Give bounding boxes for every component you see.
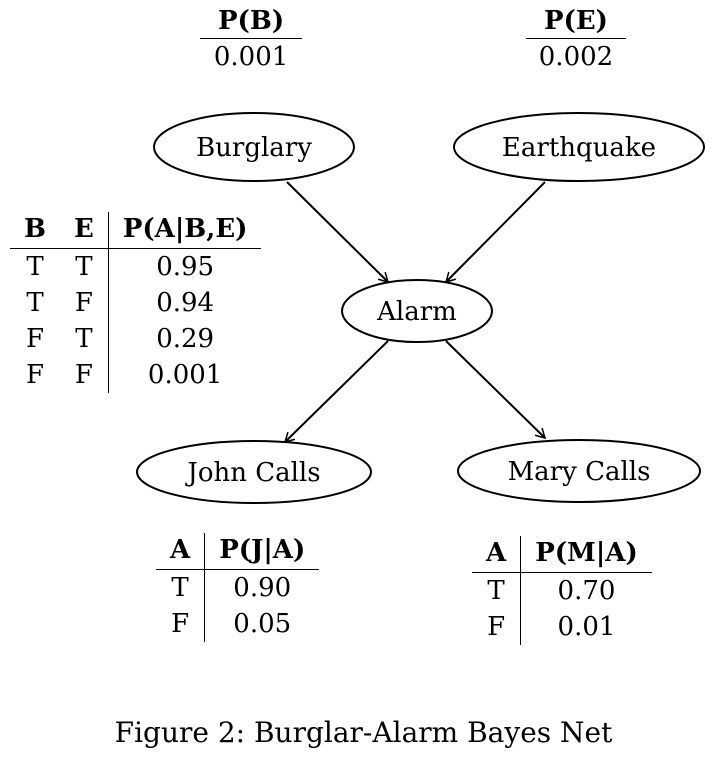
prior-earthquake: P(E) 0.002 <box>526 6 626 72</box>
table-row: F 0.01 <box>472 609 652 645</box>
cpt-alarm-header-p: P(A|B,E) <box>108 212 262 249</box>
cpt-mary-header-p: P(M|A) <box>520 536 652 573</box>
table-cell: 0.94 <box>156 288 215 318</box>
prior-burglary-header: P(B) <box>200 6 303 39</box>
cpt-john-table: A P(J|A) T 0.90 F 0.05 <box>156 533 320 642</box>
node-earthquake: Earthquake <box>453 112 705 182</box>
node-mary: Mary Calls <box>457 439 701 503</box>
table-cell: F <box>156 606 206 642</box>
node-john-label: John Calls <box>184 458 320 488</box>
node-john: John Calls <box>136 440 372 504</box>
edge-earthquake-alarm <box>444 181 546 284</box>
edge-alarm-john <box>283 340 389 444</box>
table-row: F 0.05 <box>156 606 319 642</box>
table-cell: T <box>26 252 44 282</box>
cpt-john-header-row: A P(J|A) <box>156 533 320 570</box>
table-cell: T <box>59 321 109 357</box>
table-cell: T <box>59 248 109 285</box>
node-earthquake-label: Earthquake <box>502 133 656 163</box>
table-row: F F 0.001 <box>10 357 261 393</box>
table-row: T F 0.94 <box>10 285 261 321</box>
table-cell: 0.70 <box>557 576 616 606</box>
cpt-mary-header-row: A P(M|A) <box>472 536 652 573</box>
table-cell: 0.29 <box>156 324 215 354</box>
cpt-alarm-header-b: B <box>10 212 60 249</box>
cpt-alarm-header-e: E <box>59 212 109 249</box>
table-cell: F <box>25 324 45 354</box>
cpt-john-header-p: P(J|A) <box>204 533 320 570</box>
table-cell: T <box>156 569 206 606</box>
table-cell: F <box>59 357 109 393</box>
cpt-mary-header-a: A <box>472 536 522 573</box>
edge-alarm-mary <box>445 340 547 440</box>
table-cell: F <box>59 285 109 321</box>
node-burglary: Burglary <box>153 112 355 182</box>
table-cell: 0.001 <box>147 360 223 390</box>
table-row: T T 0.95 <box>10 248 261 285</box>
table-cell: 0.90 <box>233 573 292 603</box>
table-row: T 0.90 <box>156 569 319 606</box>
figure-caption: Figure 2: Burglar-Alarm Bayes Net <box>114 716 613 749</box>
node-mary-label: Mary Calls <box>508 457 651 487</box>
node-burglary-label: Burglary <box>196 133 312 163</box>
table-cell: T <box>26 288 44 318</box>
node-alarm-label: Alarm <box>376 297 457 327</box>
cpt-alarm-table: B E P(A|B,E) T T 0.95 T F 0.94 F T 0.29 … <box>10 212 262 393</box>
table-cell: F <box>472 609 522 645</box>
table-cell: T <box>472 572 522 609</box>
prior-earthquake-value: 0.002 <box>538 42 614 72</box>
prior-burglary: P(B) 0.001 <box>200 6 303 72</box>
table-row: T 0.70 <box>472 572 652 609</box>
table-cell: F <box>25 360 45 390</box>
edge-burglary-alarm <box>286 181 390 284</box>
table-cell: 0.95 <box>156 252 215 282</box>
table-cell: 0.01 <box>557 612 616 642</box>
cpt-john-header-a: A <box>156 533 206 570</box>
cpt-alarm-header-row: B E P(A|B,E) <box>10 212 262 249</box>
cpt-mary-table: A P(M|A) T 0.70 F 0.01 <box>472 536 652 645</box>
table-row: F T 0.29 <box>10 321 261 357</box>
prior-earthquake-header: P(E) <box>526 6 626 39</box>
prior-burglary-value: 0.001 <box>213 42 289 72</box>
table-cell: 0.05 <box>233 609 292 639</box>
node-alarm: Alarm <box>341 279 493 343</box>
